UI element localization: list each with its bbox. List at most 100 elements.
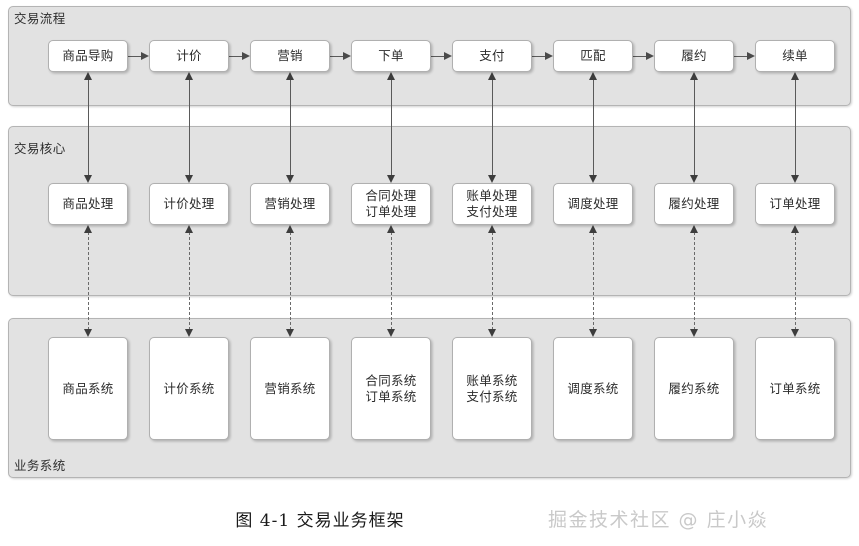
flow-core-connector-5-line: [492, 79, 493, 176]
core-system-connector-1-arrowhead-down: [84, 329, 92, 337]
flow-arrowhead-6: [646, 52, 654, 60]
node-label: 计价: [176, 48, 202, 63]
flow-connector-5: [532, 56, 546, 57]
flow-core-connector-4-arrowhead-up: [387, 72, 395, 80]
flow-core-connector-1-arrowhead-up: [84, 72, 92, 80]
flow-core-connector-5-arrowhead-up: [488, 72, 496, 80]
flow-core-connector-4-line: [391, 79, 392, 176]
node-label: 订单处理: [769, 196, 821, 211]
node-flow-8: 续单: [755, 40, 835, 72]
flow-arrowhead-2: [242, 52, 250, 60]
node-flow-3: 营销: [250, 40, 330, 72]
node-label: 商品处理: [62, 196, 114, 211]
node-label: 下单: [378, 48, 404, 63]
flow-core-connector-3-arrowhead-down: [286, 175, 294, 183]
flow-core-connector-2-line: [189, 79, 190, 176]
node-core-6: 调度处理: [553, 183, 633, 225]
node-label: 营销: [277, 48, 303, 63]
layer-label-transaction-core: 交易核心: [14, 141, 66, 156]
flow-core-connector-7-arrowhead-down: [690, 175, 698, 183]
core-system-connector-3-arrowhead-down: [286, 329, 294, 337]
node-label: 合同处理 订单处理: [365, 188, 417, 219]
flow-core-connector-6-line: [593, 79, 594, 176]
core-system-connector-3-line: [290, 232, 291, 330]
node-core-4: 合同处理 订单处理: [351, 183, 431, 225]
layer-label-business-system: 业务系统: [14, 458, 66, 473]
flow-core-connector-8-arrowhead-up: [791, 72, 799, 80]
node-flow-6: 匹配: [553, 40, 633, 72]
flow-arrowhead-5: [545, 52, 553, 60]
node-label: 营销处理: [264, 196, 316, 211]
figure-caption: 图 4-1 交易业务框架: [235, 511, 405, 531]
core-system-connector-2-arrowhead-down: [185, 329, 193, 337]
core-system-connector-4-arrowhead-down: [387, 329, 395, 337]
watermark: 掘金技术社区 @ 庄小焱: [548, 509, 769, 531]
node-label: 计价系统: [163, 380, 215, 396]
node-flow-5: 支付: [452, 40, 532, 72]
flow-core-connector-7-arrowhead-up: [690, 72, 698, 80]
core-system-connector-7-arrowhead-down: [690, 329, 698, 337]
flow-core-connector-3-arrowhead-up: [286, 72, 294, 80]
flow-connector-6: [633, 56, 647, 57]
core-system-connector-8-arrowhead-up: [791, 225, 799, 233]
flow-core-connector-3-line: [290, 79, 291, 176]
node-label: 匹配: [580, 48, 606, 63]
node-flow-4: 下单: [351, 40, 431, 72]
node-label: 调度处理: [567, 196, 619, 211]
flow-core-connector-8-arrowhead-down: [791, 175, 799, 183]
flow-core-connector-6-arrowhead-up: [589, 72, 597, 80]
core-system-connector-6-line: [593, 232, 594, 330]
node-core-8: 订单处理: [755, 183, 835, 225]
core-system-connector-6-arrowhead-down: [589, 329, 597, 337]
node-label: 商品导购: [62, 48, 114, 63]
flow-core-connector-6-arrowhead-down: [589, 175, 597, 183]
node-label: 营销系统: [264, 380, 316, 396]
node-system-7: 履约系统: [654, 337, 734, 440]
node-flow-1: 商品导购: [48, 40, 128, 72]
node-system-6: 调度系统: [553, 337, 633, 440]
core-system-connector-8-line: [795, 232, 796, 330]
node-core-7: 履约处理: [654, 183, 734, 225]
flow-connector-3: [330, 56, 344, 57]
core-system-connector-4-line: [391, 232, 392, 330]
node-system-2: 计价系统: [149, 337, 229, 440]
core-system-connector-1-line: [88, 232, 89, 330]
node-label: 支付: [479, 48, 505, 63]
flow-core-connector-1-arrowhead-down: [84, 175, 92, 183]
node-label: 续单: [782, 48, 808, 63]
core-system-connector-8-arrowhead-down: [791, 329, 799, 337]
flow-connector-4: [431, 56, 445, 57]
core-system-connector-3-arrowhead-up: [286, 225, 294, 233]
core-system-connector-2-arrowhead-up: [185, 225, 193, 233]
node-core-1: 商品处理: [48, 183, 128, 225]
core-system-connector-5-arrowhead-up: [488, 225, 496, 233]
flow-core-connector-8-line: [795, 79, 796, 176]
core-system-connector-7-arrowhead-up: [690, 225, 698, 233]
node-system-4: 合同系统 订单系统: [351, 337, 431, 440]
node-core-2: 计价处理: [149, 183, 229, 225]
node-system-5: 账单系统 支付系统: [452, 337, 532, 440]
core-system-connector-5-line: [492, 232, 493, 330]
node-system-1: 商品系统: [48, 337, 128, 440]
core-system-connector-2-line: [189, 232, 190, 330]
layer-label-transaction-flow: 交易流程: [14, 11, 66, 26]
node-label: 商品系统: [62, 380, 114, 396]
flow-arrowhead-4: [444, 52, 452, 60]
node-core-5: 账单处理 支付处理: [452, 183, 532, 225]
node-label: 账单处理 支付处理: [466, 188, 518, 219]
flow-core-connector-2-arrowhead-down: [185, 175, 193, 183]
node-label: 合同系统 订单系统: [365, 372, 417, 404]
core-system-connector-7-line: [694, 232, 695, 330]
flow-connector-2: [229, 56, 243, 57]
node-label: 履约系统: [668, 380, 720, 396]
core-system-connector-5-arrowhead-down: [488, 329, 496, 337]
core-system-connector-4-arrowhead-up: [387, 225, 395, 233]
node-label: 账单系统 支付系统: [466, 372, 518, 404]
flow-arrowhead-3: [343, 52, 351, 60]
node-flow-2: 计价: [149, 40, 229, 72]
node-system-3: 营销系统: [250, 337, 330, 440]
node-core-3: 营销处理: [250, 183, 330, 225]
flow-arrowhead-1: [141, 52, 149, 60]
node-flow-7: 履约: [654, 40, 734, 72]
